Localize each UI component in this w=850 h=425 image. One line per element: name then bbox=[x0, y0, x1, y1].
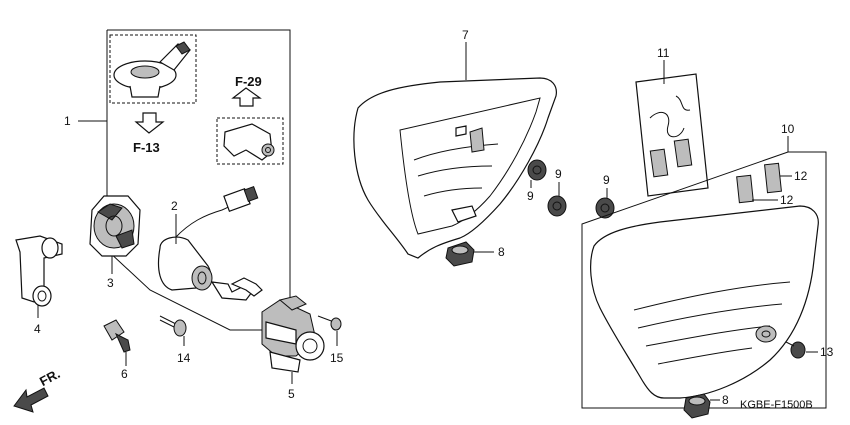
arrow-down-icon bbox=[134, 112, 165, 134]
pad-icon bbox=[736, 174, 754, 204]
bracket-icon bbox=[15, 235, 63, 307]
grommet-icon bbox=[595, 197, 615, 219]
callout-3: 3 bbox=[107, 276, 114, 290]
bolt-icon bbox=[785, 341, 806, 359]
callout-12b: 12 bbox=[780, 193, 794, 207]
rubber-cushion-icon bbox=[445, 241, 475, 267]
right-side-cover-icon bbox=[590, 205, 819, 399]
callout-7: 7 bbox=[462, 28, 469, 42]
callout-13: 13 bbox=[820, 345, 834, 359]
callout-6: 6 bbox=[121, 367, 128, 381]
callout-5: 5 bbox=[288, 387, 295, 401]
callout-9b: 9 bbox=[555, 167, 562, 181]
key-icon bbox=[103, 319, 131, 353]
callout-4: 4 bbox=[34, 322, 41, 336]
callout-2: 2 bbox=[171, 199, 178, 213]
decal-sheet-icon bbox=[635, 73, 709, 197]
rubber-cushion-icon bbox=[683, 393, 711, 419]
fuel-cap-icon bbox=[113, 41, 191, 98]
pad-icon bbox=[764, 162, 782, 194]
callout-8a: 8 bbox=[498, 245, 505, 259]
screw-icon bbox=[159, 315, 187, 337]
reference-f29: F-29 bbox=[235, 74, 262, 89]
front-label: FR. bbox=[37, 366, 63, 389]
grommet-icon bbox=[527, 159, 547, 181]
callout-1: 1 bbox=[64, 114, 71, 128]
callout-12a: 12 bbox=[794, 169, 808, 183]
callout-9c: 9 bbox=[603, 173, 610, 187]
arrow-up-icon bbox=[231, 87, 262, 107]
callout-10: 10 bbox=[781, 122, 795, 136]
cap-inset-box bbox=[109, 34, 197, 104]
ignition-switch-icon bbox=[157, 186, 263, 301]
cylinder-lock-icon bbox=[261, 295, 325, 373]
lock-inset-box bbox=[216, 117, 284, 165]
front-arrow-icon bbox=[13, 387, 49, 413]
callout-9a: 9 bbox=[527, 189, 534, 203]
reference-f13: F-13 bbox=[133, 140, 160, 155]
left-side-cover-icon bbox=[353, 77, 557, 259]
grommet-icon bbox=[547, 195, 567, 217]
callout-15: 15 bbox=[330, 351, 344, 365]
screw-icon bbox=[317, 315, 342, 331]
callout-8b: 8 bbox=[722, 393, 729, 407]
lock-body-icon bbox=[89, 195, 141, 257]
diagram-code: KGBE-F1500B bbox=[740, 399, 813, 411]
callout-14: 14 bbox=[177, 351, 191, 365]
callout-11: 11 bbox=[657, 46, 670, 60]
seat-lock-icon bbox=[223, 123, 275, 161]
